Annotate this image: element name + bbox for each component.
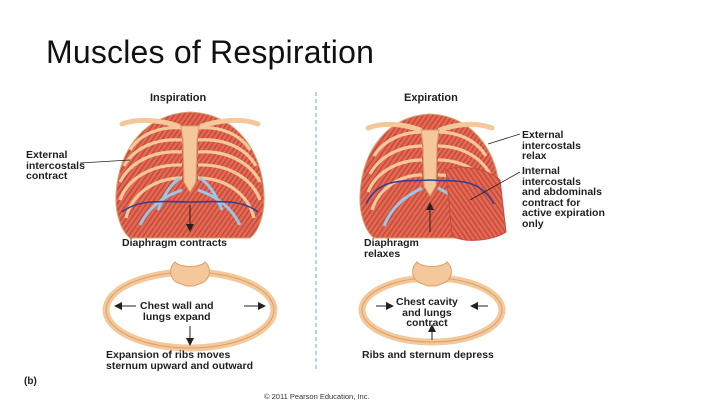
diaphragm-relaxes-label: Diaphragm relaxes [364, 237, 419, 260]
external-intercostals-relax-label: External intercostals relax [522, 129, 581, 162]
inspiration-vertebra [170, 261, 210, 287]
expiration-rib-cage [359, 113, 521, 241]
expiration-clavicle-left [365, 121, 423, 133]
expiration-ext-pointer [487, 133, 521, 145]
expiration-clavicle-right [437, 121, 495, 133]
expiration-cross-section [358, 261, 506, 346]
copyright-notice: © 2011 Pearson Education, Inc. [264, 392, 370, 401]
inspiration-header: Inspiration [150, 92, 207, 104]
expiration-caption: Ribs and sternum depress [362, 349, 494, 361]
diaphragm-contracts-label: Diaphragm contracts [122, 237, 228, 249]
expiration-vertebra [412, 261, 452, 287]
expiration-sternum [420, 129, 440, 197]
chest-cavity-contract-label: Chest cavity and lungs contract [396, 296, 458, 329]
inspiration-clavicle-left [119, 117, 181, 129]
inspiration-muscle-pointer [79, 159, 131, 164]
expiration-int-pointer [469, 171, 521, 201]
inspiration-clavicle-right [199, 117, 261, 129]
inspiration-rib-cage [79, 111, 265, 239]
inspiration-caption: Expansion of ribs moves sternum upward a… [106, 349, 254, 372]
inspiration-sternum [180, 125, 200, 193]
expiration-header: Expiration [404, 92, 458, 104]
internal-intercostals-label: Internal intercostals and abdominals con… [522, 165, 605, 230]
chest-wall-expand-label: Chest wall and lungs expand [140, 300, 214, 323]
inspiration-diaphragm [121, 200, 259, 213]
internal-intercostal-muscle [445, 166, 507, 241]
figure-tag: (b) [24, 376, 37, 387]
expiration-diaphragm [365, 179, 495, 205]
inspiration-cross-section [102, 261, 278, 352]
slide-title: Muscles of Respiration [46, 34, 375, 70]
external-intercostals-contract-label: External intercostals contract [26, 149, 85, 182]
